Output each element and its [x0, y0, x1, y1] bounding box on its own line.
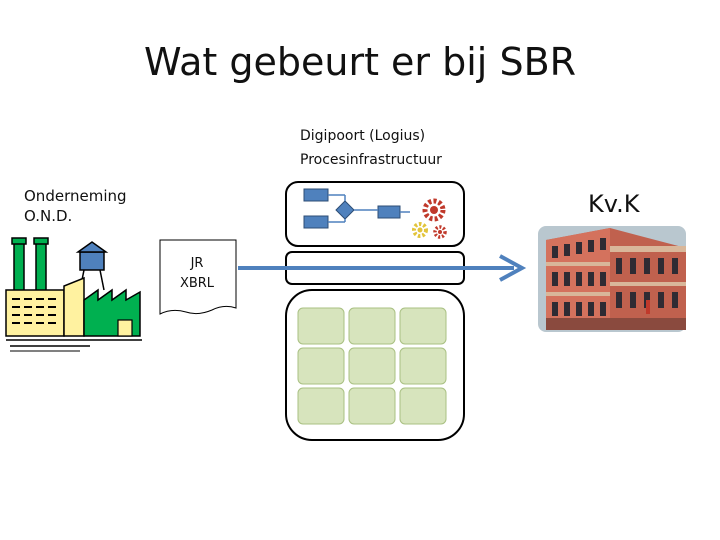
grid-cell: [348, 387, 396, 425]
grid-cell: [297, 347, 345, 385]
flow-arrow: [238, 254, 527, 282]
document-shape: [159, 239, 237, 315]
procesinfrastructuur-label: Procesinfrastructuur: [300, 152, 442, 168]
grid-cell: [297, 387, 345, 425]
document-label-jr: JR: [190, 256, 204, 271]
grid-cell: [399, 307, 447, 345]
sender-label: Onderneming: [24, 187, 127, 205]
digipoort-label: Digipoort (Logius): [300, 128, 426, 144]
grid-cell: [348, 307, 396, 345]
building-photo: [538, 226, 686, 332]
factory-icon: [5, 237, 142, 352]
grid-cells: [297, 307, 447, 425]
grid-cell: [399, 387, 447, 425]
grid-cell: [399, 347, 447, 385]
page-title: Wat gebeurt er bij SBR: [143, 40, 577, 84]
sender-name: O.N.D.: [24, 207, 73, 225]
document-label-xbrl: XBRL: [179, 276, 215, 291]
flowchart-icon: [303, 188, 410, 229]
receiver-label: Kv.K: [588, 190, 640, 218]
grid-cell: [297, 307, 345, 345]
gears-icon: [412, 198, 447, 239]
grid-cell: [348, 347, 396, 385]
